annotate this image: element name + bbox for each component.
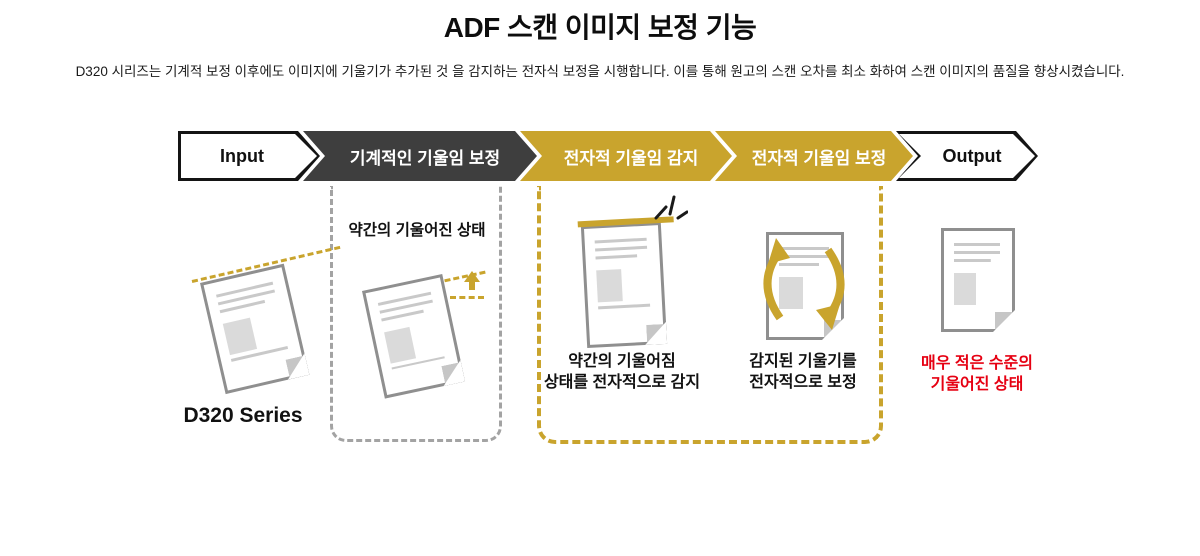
output-document-icon [941, 228, 1015, 332]
electronic-stage-box [537, 186, 883, 444]
caption-line: 매우 적은 수준의 [921, 355, 1033, 372]
output-caption: 매우 적은 수준의 기울어진 상태 [896, 354, 1058, 396]
page-description: D320 시리즈는 기계적 보정 이후에도 이미지에 기울기가 추가된 것 을 … [75, 64, 1125, 79]
detection-document-icon [577, 216, 674, 349]
doc-content [954, 243, 1000, 305]
correction-caption: 감지된 기울기를 전자적으로 보정 [720, 352, 886, 394]
flow-step-output-fill [899, 134, 1035, 178]
rotation-arrows-icon [763, 238, 845, 330]
process-flow: Input 기계적인 기울임 보정 전자적 기울임 감지 전자적 기울임 보정 … [178, 131, 1038, 181]
detection-caption: 약간의 기울어짐 상태를 전자적으로 감지 [534, 352, 710, 394]
flow-step-mechanical-label: 기계적인 기울임 보정 [349, 148, 501, 168]
flow-step-detection-label: 전자적 기울임 감지 [563, 148, 699, 168]
arrow-head [464, 271, 480, 282]
flow-step-input-fill [181, 134, 317, 178]
doc-content [377, 291, 445, 370]
detection-spark-icon [654, 195, 688, 220]
flow-step-output-label: Output [942, 145, 1002, 166]
doc-content [594, 237, 651, 321]
arrow-stem [469, 282, 475, 290]
caption-line: 전자적으로 보정 [749, 373, 857, 391]
flow-step-input: Input [178, 131, 320, 181]
correction-up-arrow-icon [462, 271, 482, 290]
flow-step-correction: 전자적 기울임 보정 [715, 131, 913, 181]
doc-content [216, 281, 289, 365]
page-title: ADF 스캔 이미지 보정 기능 [443, 12, 757, 43]
flow-step-detection: 전자적 기울임 감지 [520, 131, 732, 181]
product-label: D320 Series [183, 404, 303, 427]
mechanical-caption: 약간의 기울어진 상태 [348, 222, 486, 239]
flow-step-output: Output [896, 131, 1038, 181]
mechanical-stage-box [330, 186, 502, 442]
flow-step-input-label: Input [220, 145, 264, 166]
flow-step-correction-label: 전자적 기울임 보정 [751, 148, 887, 168]
caption-line: 약간의 기울어짐 [568, 353, 676, 370]
caption-line: 기울어진 상태 [930, 375, 1024, 393]
flow-step-mechanical: 기계적인 기울임 보정 [303, 131, 537, 181]
caption-line: 감지된 기울기를 [749, 353, 857, 370]
caption-line: 상태를 전자적으로 감지 [543, 373, 701, 391]
input-document-icon [200, 263, 310, 395]
